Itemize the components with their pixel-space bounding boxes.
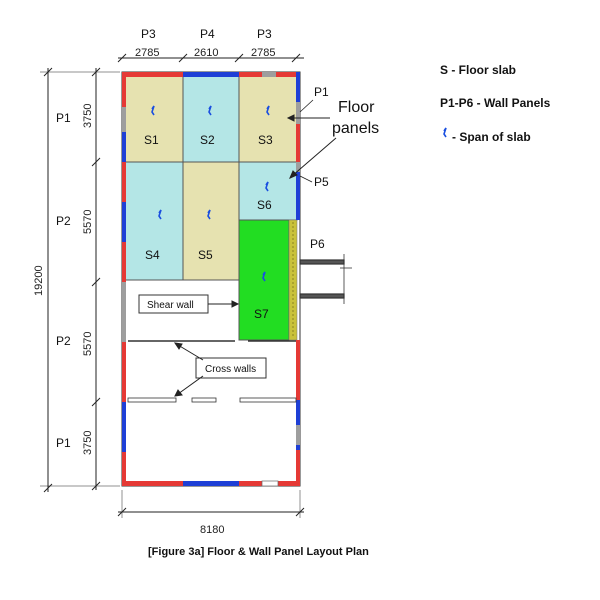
overall-height: 19200 bbox=[33, 265, 45, 296]
top-panel-label: P3 bbox=[257, 27, 272, 41]
panel-label-p1: P1 bbox=[314, 85, 329, 99]
slab-s5 bbox=[182, 161, 240, 281]
top-dimensions bbox=[117, 53, 304, 63]
span-icon bbox=[265, 181, 269, 192]
shear-wall-callout: Shear wall bbox=[147, 300, 194, 311]
top-dim-value: 2785 bbox=[135, 47, 159, 59]
span-legend-icon bbox=[443, 127, 447, 138]
legend-wall-panels: P1-P6 - Wall Panels bbox=[440, 96, 551, 110]
left-dim-value: 5570 bbox=[82, 332, 94, 356]
shear-wall-arrow bbox=[208, 300, 240, 308]
slab-label-s4: S4 bbox=[145, 248, 160, 262]
bottom-dimension bbox=[117, 490, 305, 518]
span-icons bbox=[151, 105, 270, 282]
slab-s2 bbox=[182, 74, 240, 163]
slab-labels: S1 S2 S3 S4 S5 S6 S7 bbox=[144, 133, 273, 321]
slab-s1 bbox=[124, 74, 184, 163]
left-panel-label: P2 bbox=[56, 214, 71, 228]
slab-label-s6: S6 bbox=[257, 198, 272, 212]
p6-panels bbox=[299, 254, 352, 304]
left-panel-label: P1 bbox=[56, 436, 71, 450]
span-icon bbox=[262, 271, 266, 282]
floor-slabs bbox=[124, 74, 298, 341]
panel-label-p6: P6 bbox=[310, 237, 325, 251]
slab-s4 bbox=[124, 161, 184, 281]
top-panel-label: P4 bbox=[200, 27, 215, 41]
slab-label-s7: S7 bbox=[254, 307, 269, 321]
cross-walls-callout: Cross walls bbox=[205, 364, 256, 375]
legend-span: - Span of slab bbox=[452, 130, 531, 144]
cross-walls-callout-box bbox=[195, 357, 267, 379]
span-icon bbox=[266, 105, 270, 116]
legend-slab: S - Floor slab bbox=[440, 63, 516, 77]
slab-label-s5: S5 bbox=[198, 248, 213, 262]
floor-panels-callout-line1: Floor bbox=[338, 99, 375, 116]
top-dim-value: 2785 bbox=[251, 47, 275, 59]
left-dimensions bbox=[40, 67, 120, 493]
panel-label-p5: P5 bbox=[314, 175, 329, 189]
left-dim-value: 3750 bbox=[82, 431, 94, 455]
left-dim-value: 3750 bbox=[82, 104, 94, 128]
cross-walls-arrows bbox=[173, 342, 204, 397]
span-icon bbox=[151, 105, 155, 116]
outer-walls bbox=[121, 71, 301, 487]
slab-label-s2: S2 bbox=[200, 133, 215, 147]
top-dim-value: 2610 bbox=[194, 47, 218, 59]
floor-panels-arrows bbox=[286, 114, 337, 179]
slab-label-s1: S1 bbox=[144, 133, 159, 147]
figure-caption: [Figure 3a] Floor & Wall Panel Layout Pl… bbox=[148, 546, 369, 558]
legend: S - Floor slab P1-P6 - Wall Panels - Spa… bbox=[440, 63, 551, 144]
left-panel-label: P1 bbox=[56, 111, 71, 125]
cross-walls bbox=[127, 340, 297, 403]
floor-panels-callout-line2: panels bbox=[332, 120, 379, 137]
span-icon bbox=[158, 209, 162, 220]
span-icon bbox=[207, 209, 211, 220]
left-panel-label: P2 bbox=[56, 334, 71, 348]
left-dim-value: 5570 bbox=[82, 210, 94, 234]
overall-width: 8180 bbox=[200, 524, 224, 536]
span-icon bbox=[208, 105, 212, 116]
top-panel-label: P3 bbox=[141, 27, 156, 41]
slab-label-s3: S3 bbox=[258, 133, 273, 147]
